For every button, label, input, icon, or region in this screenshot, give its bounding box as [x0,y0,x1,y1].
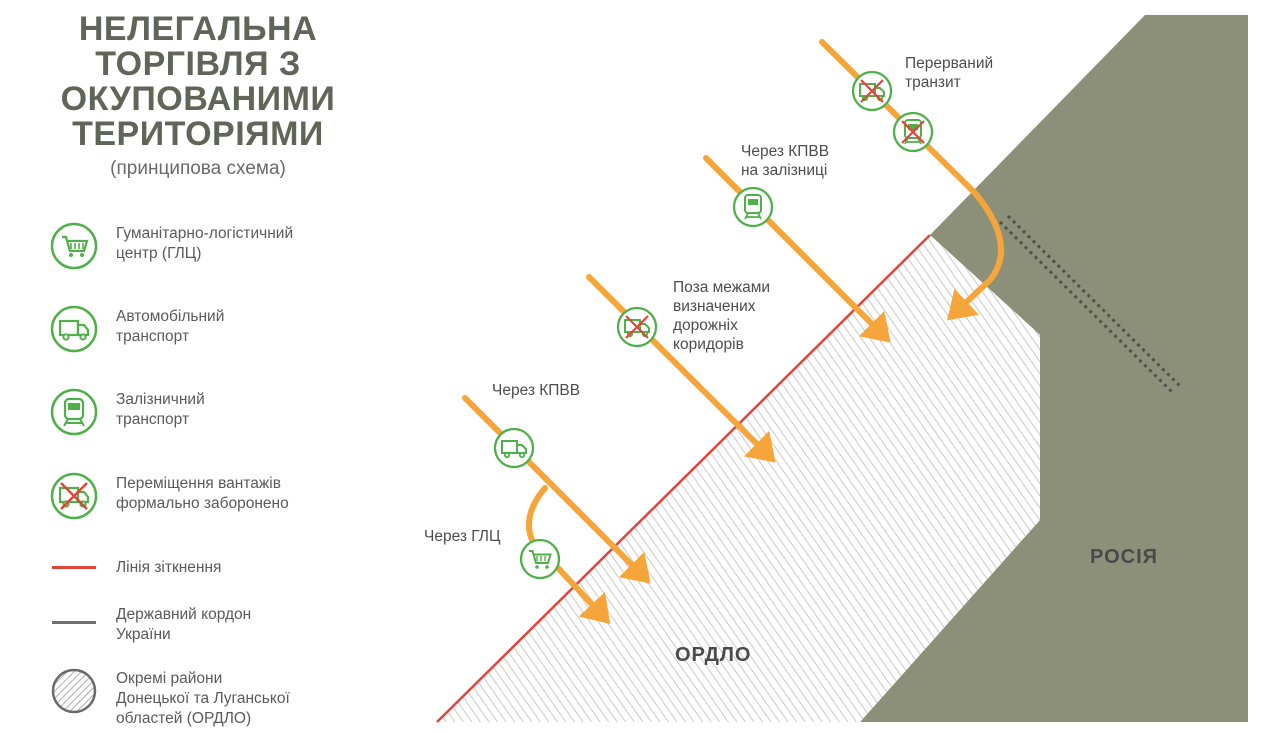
svg-text:коридорів: коридорів [673,336,744,353]
label-outside-corridors: Поза межами визначених дорожніх коридорі… [673,279,770,353]
legend-label: Гуманітарно-логістичний центр (ГЛЦ) [116,225,294,262]
arrow-rail-checkpoint [703,155,891,343]
gray-line-swatch [52,621,96,624]
railway-track [998,214,1182,394]
train-icon [50,388,98,436]
arrow-via-hlc [526,485,611,624]
legend-label: Залізничний транспорт [116,391,205,428]
truck-forbidden-icon [616,306,658,348]
label-ordlo: ОРДЛО [675,644,751,666]
label-via-hlc: Через ГЛЦ [424,528,501,545]
legend-label: Окремі райони Донецької та Луганської об… [116,670,290,727]
svg-text:Через КПВВ: Через КПВВ [741,143,829,160]
label-interrupted-transit: Перерваний транзит [905,55,993,91]
svg-text:дорожніх: дорожніх [673,317,738,334]
title-line: НЕЛЕГАЛЬНА [78,10,318,48]
svg-text:транзит: транзит [905,74,961,91]
title-line: ТЕРИТОРІЯМИ [72,115,324,153]
label-rail-checkpoint: Через КПВВ на залізниці [741,143,829,179]
arrow-outside-corridors [586,274,776,463]
contact-line [436,234,931,723]
hatched-circle-icon [51,668,97,714]
cart-icon [519,538,561,580]
truck-forbidden-icon [50,472,98,520]
train-forbidden-icon [892,111,934,153]
russia-region [860,15,1248,722]
svg-text:Поза межами: Поза межами [673,279,770,296]
svg-text:на залізниці: на залізниці [741,162,827,179]
title-line: ТОРГІВЛЯ З [95,45,301,83]
label-checkpoint: Через КПВВ [492,382,580,399]
arrow-checkpoint [462,395,651,584]
legend-label: Державний кордон України [116,606,252,643]
legend-label: Переміщення вантажів формально заборонен… [116,475,289,512]
svg-text:Перерваний: Перерваний [905,55,993,72]
truck-icon [493,427,535,469]
page-subtitle: (принципова схема) [110,158,286,179]
label-russia: РОСІЯ [1090,546,1158,568]
train-icon [732,186,774,228]
svg-text:визначених: визначених [673,298,756,315]
truck-forbidden-icon [851,70,893,112]
title-line: ОКУПОВАНИМИ [60,80,336,118]
truck-icon [50,305,98,353]
cart-icon [50,222,98,270]
legend-label: Лінія зіткнення [116,559,222,576]
page-title: НЕЛЕГАЛЬНА ТОРГІВЛЯ З ОКУПОВАНИМИ ТЕРИТО… [28,12,368,152]
legend-label: Автомобільний транспорт [116,308,225,345]
red-line-swatch [52,566,96,569]
arrow-interrupted-transit [819,39,1004,321]
